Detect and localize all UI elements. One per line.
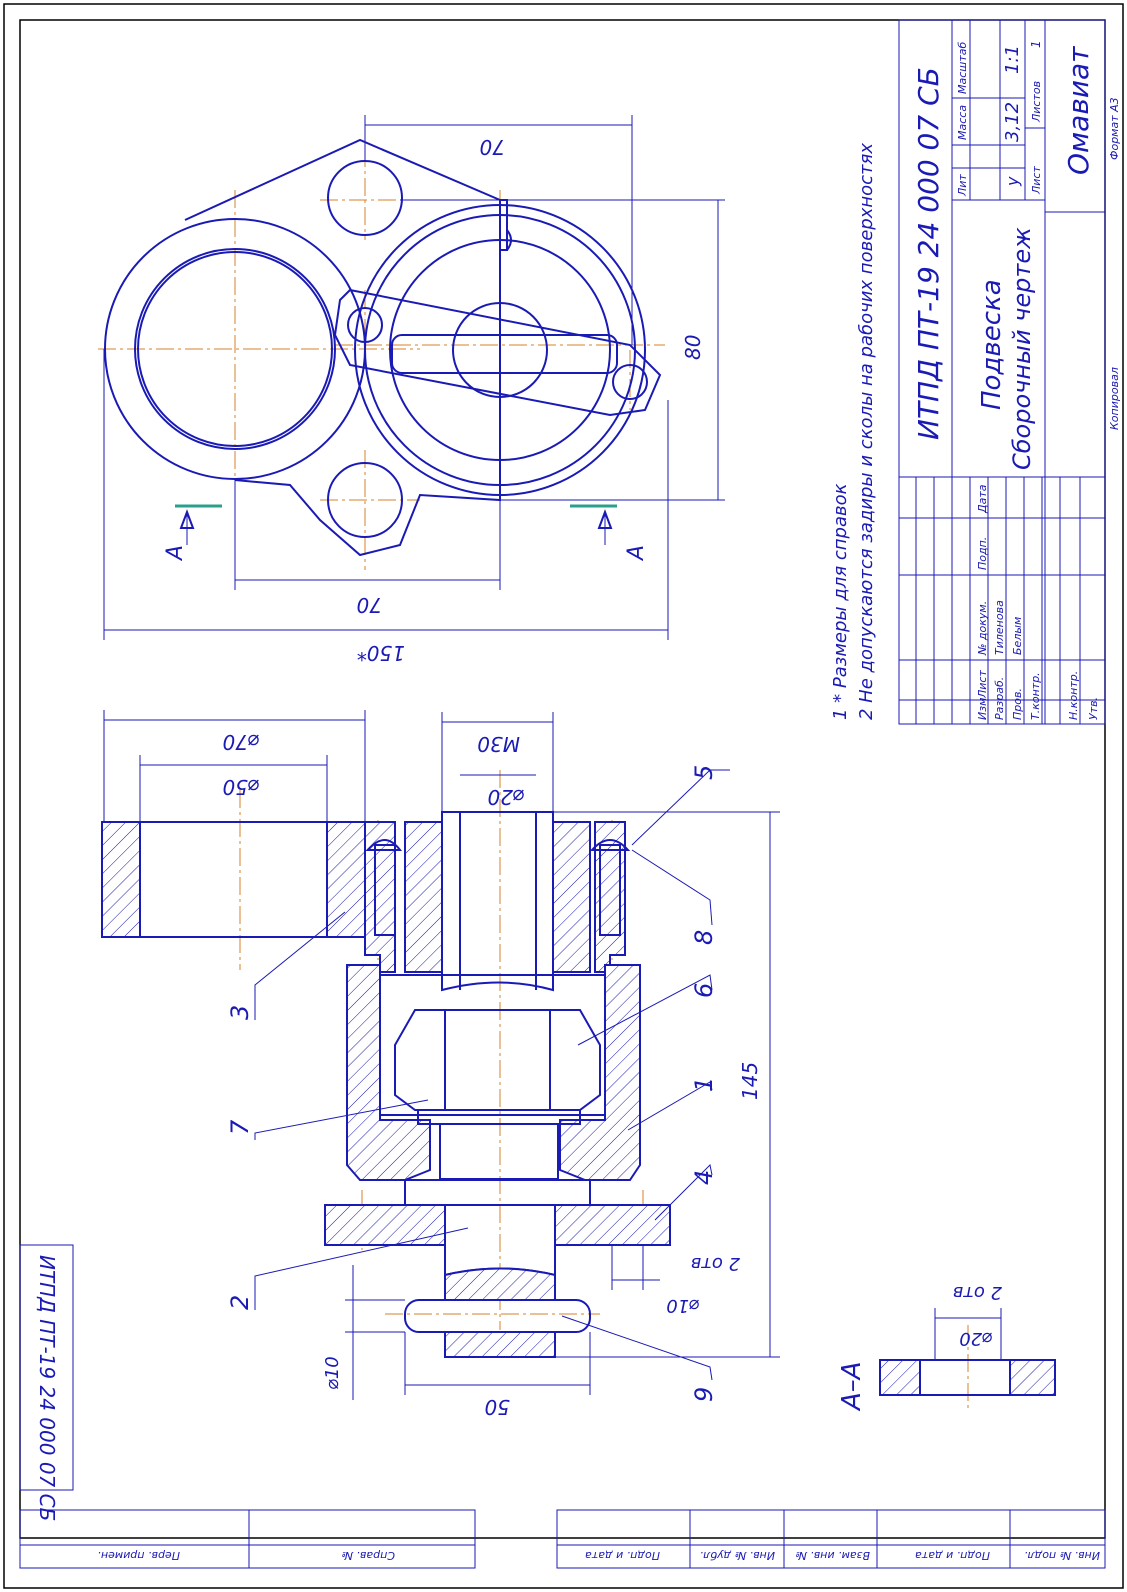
front-section: ⌀70 ⌀50 М30 ⌀20 145 2 отв ⌀10 ⌀10 50 5 8… <box>101 710 780 1419</box>
dim-m30: М30 <box>477 732 520 756</box>
title-format: Формат А3 <box>1108 97 1121 160</box>
title-name-1: Подвеска <box>977 279 1007 410</box>
dim-d10-pin: ⌀10 <box>322 1356 343 1390</box>
title-sheets-label: Листов <box>1030 81 1043 123</box>
stamp-first-use: Перв. примен. <box>97 1549 180 1562</box>
name-developer: Тиленова <box>993 600 1006 655</box>
stamp-repl-inv: Взам. инв. № <box>795 1549 870 1562</box>
role-tcontrol: Т.контр. <box>1029 672 1042 720</box>
section-a-a: А–А ⌀20 2 отв <box>837 1282 1056 1412</box>
stamp-sign-date-1: Подп. и дата <box>585 1549 660 1562</box>
stamp-dup-inv: Инв. № дубл. <box>700 1549 775 1562</box>
callout-8: 8 <box>690 930 718 945</box>
title-sheet-label: Лист <box>1030 166 1043 195</box>
role-approver: Утв. <box>1087 697 1100 720</box>
dim-d50: ⌀50 <box>223 775 261 799</box>
dim-145: 145 <box>738 1062 762 1100</box>
stamp-ref-no: Справ. № <box>341 1549 395 1562</box>
title-name-2: Сборочный чертеж <box>1008 227 1036 470</box>
callout-6: 6 <box>690 983 718 998</box>
role-developer: Разраб. <box>993 677 1006 720</box>
callout-7: 7 <box>226 1119 254 1135</box>
title-lit-header: Лит <box>956 174 969 197</box>
header-sign: Подп. <box>976 537 989 570</box>
dim-top-70-upper: 70 <box>480 135 505 159</box>
dim-holes-2: 2 отв <box>691 1253 740 1274</box>
top-view: А А 70 80 70 150* <box>98 115 725 665</box>
role-checker: Пров. <box>1011 688 1024 720</box>
title-mass-value: 3,12 <box>1002 102 1023 142</box>
callout-4: 4 <box>690 1170 718 1185</box>
inner-frame <box>19 19 1106 1539</box>
callout-2: 2 <box>226 1295 254 1310</box>
dim-top-150: 150* <box>357 641 405 665</box>
callout-1: 1 <box>690 1077 718 1092</box>
title-mass-header: Масса <box>956 105 969 140</box>
dim-top-70-lower: 70 <box>357 593 382 617</box>
cut-letter-right: А <box>624 545 649 562</box>
title-scale-value: 1:1 <box>1002 45 1023 74</box>
callout-3: 3 <box>226 1005 254 1020</box>
dim-50: 50 <box>485 1395 510 1419</box>
title-sheets-value: 1 <box>1029 40 1043 48</box>
header-list: Лист <box>976 670 989 699</box>
title-scale-header: Масштаб <box>956 42 969 94</box>
title-block: ИТПД ПТ-19 24 000 07 СБ Подвеска Сборочн… <box>898 19 1121 725</box>
header-doc: № докум. <box>976 601 989 656</box>
title-designation: ИТПД ПТ-19 24 000 07 СБ <box>912 67 945 440</box>
note-2: 2 Не допускаются задиры и сколы на рабоч… <box>856 143 877 720</box>
title-lit-value: у <box>1003 176 1022 187</box>
title-copied: Копировал <box>1108 367 1121 430</box>
callout-5: 5 <box>690 765 718 780</box>
sec-dim-holes: 2 отв <box>953 1282 1002 1303</box>
header-date: Дата <box>976 484 989 514</box>
side-stamp: ИТПД ПТ-19 24 000 07 СБ Перв. примен. Сп… <box>19 1244 1106 1569</box>
cut-letter-left: А <box>163 545 188 562</box>
dim-top-80: 80 <box>681 335 705 360</box>
stamp-sign-date-2: Подп. и дата <box>915 1549 990 1562</box>
role-ncontrol: Н.контр. <box>1067 671 1080 720</box>
title-organization: Омавиат <box>1062 46 1095 175</box>
dim-d20: ⌀20 <box>488 785 526 809</box>
callout-9: 9 <box>690 1387 718 1402</box>
section-label: А–А <box>837 1361 867 1412</box>
note-1: 1 * Размеры для справок <box>830 483 851 720</box>
side-designation: ИТПД ПТ-19 24 000 07 СБ <box>35 1255 59 1521</box>
dim-d10-holes: ⌀10 <box>666 1295 700 1316</box>
outer-frame <box>3 3 1124 1589</box>
sec-dim-d20: ⌀20 <box>959 1328 993 1349</box>
name-checker: Белым <box>1011 617 1024 655</box>
header-izm: Изм <box>976 698 989 720</box>
dim-d70: ⌀70 <box>223 730 261 754</box>
stamp-orig-inv: Инв. № подл. <box>1024 1549 1100 1562</box>
